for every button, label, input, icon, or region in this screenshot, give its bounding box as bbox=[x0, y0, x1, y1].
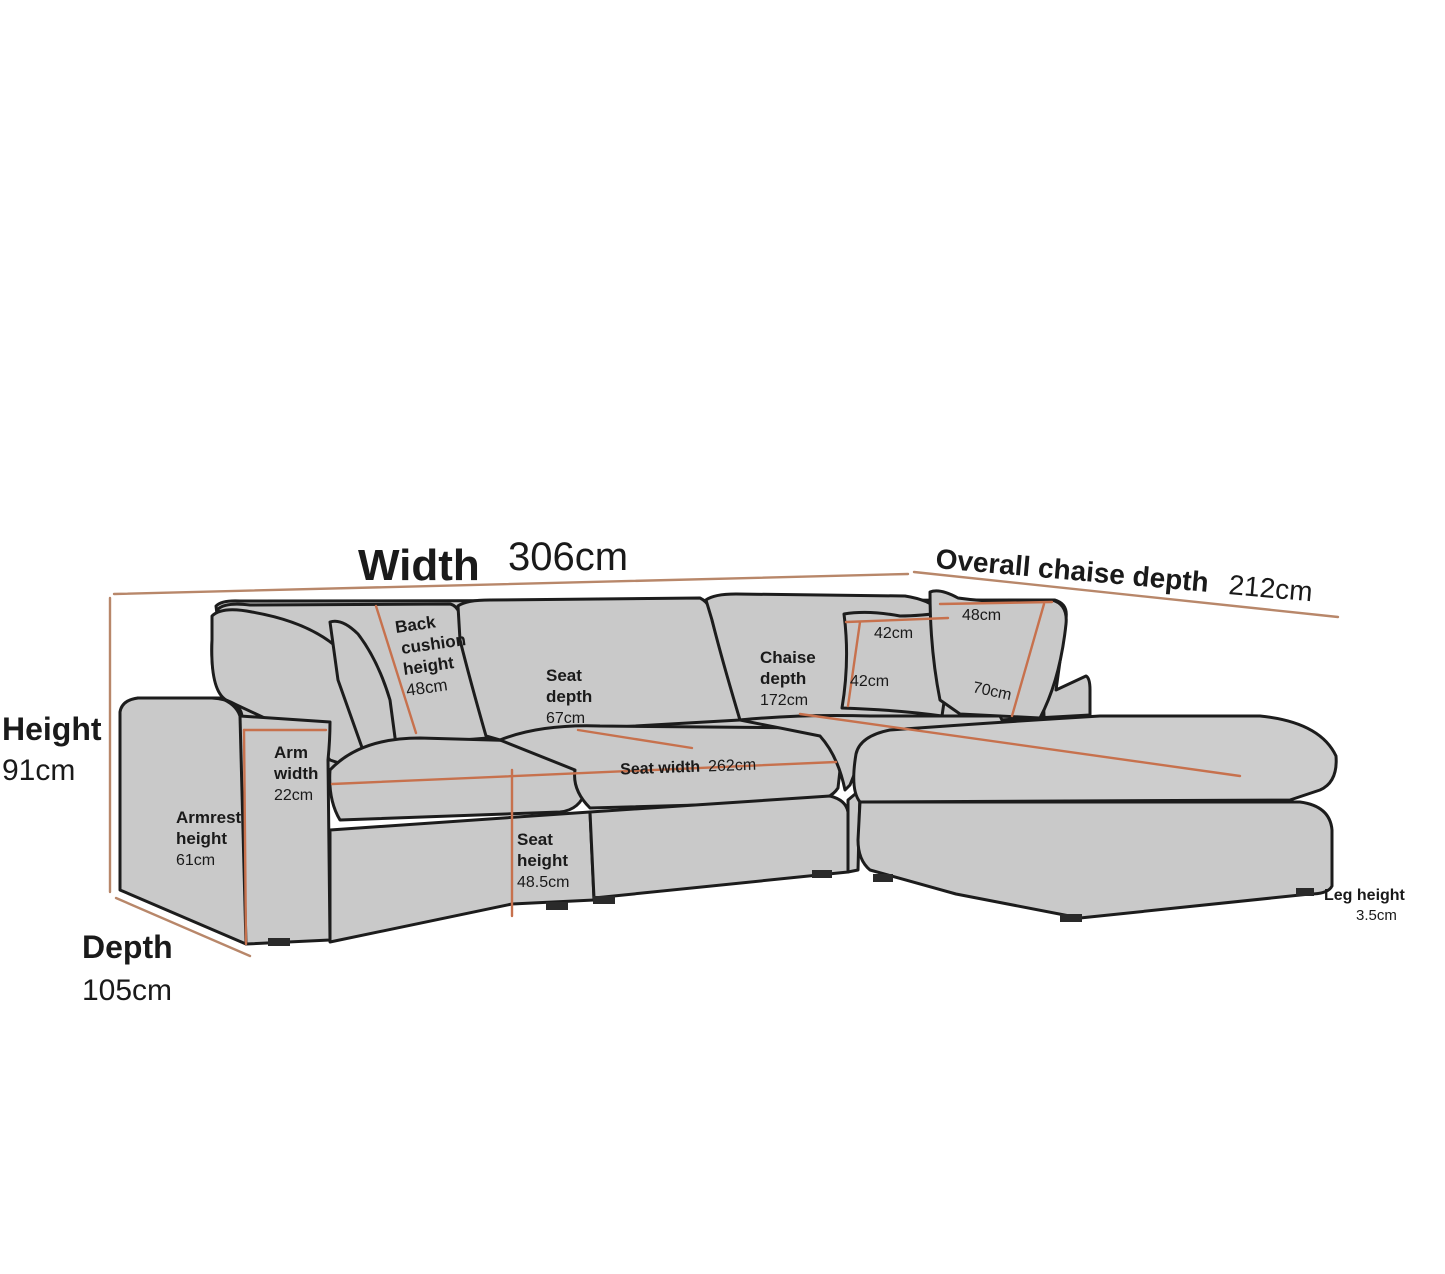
chaise-ottoman-base bbox=[856, 800, 1334, 920]
height-label: Height bbox=[2, 711, 102, 747]
pillow-height-value: 42cm bbox=[850, 673, 889, 690]
seat-width-dimension-line bbox=[330, 760, 838, 786]
chaise-depth-label-2: depth bbox=[760, 669, 806, 688]
pillow-height-dimension-line bbox=[846, 620, 862, 708]
seat-depth-value: 67cm bbox=[546, 710, 585, 727]
scatter-pillow-tall bbox=[928, 589, 1068, 720]
depth-value: 105cm bbox=[82, 974, 172, 1007]
leg bbox=[1060, 914, 1082, 922]
width-dimension-line bbox=[112, 572, 910, 596]
back-cushion-dimension-line bbox=[374, 604, 418, 735]
pillow-width-dimension-line bbox=[844, 616, 950, 624]
width-label: Width bbox=[358, 541, 480, 590]
width-value: 306cm bbox=[508, 535, 628, 579]
back-cushion-middle bbox=[456, 596, 742, 742]
chaise-depth-value: 172cm bbox=[760, 692, 808, 709]
height-value: 91cm bbox=[2, 754, 75, 787]
leg bbox=[1296, 888, 1314, 896]
dimension-lines bbox=[108, 570, 1340, 958]
seat-depth-label-2: depth bbox=[546, 687, 592, 706]
armrest-height-label-2: height bbox=[176, 829, 227, 848]
seat-height-value: 48.5cm bbox=[517, 874, 569, 891]
chaise-depth-dimension-line bbox=[798, 712, 1242, 778]
arm-width-label-2: width bbox=[273, 764, 318, 783]
sofa-base-middle bbox=[588, 794, 850, 900]
sofa-left-arm bbox=[118, 696, 332, 946]
tall-pillow-height-dimension-line bbox=[1010, 602, 1046, 718]
chaise-overall-value: 212cm bbox=[1227, 569, 1313, 607]
leg-height-label: Leg height bbox=[1324, 887, 1406, 904]
armrest-height-value: 61cm bbox=[176, 852, 215, 869]
chaise-overall-dimension-line bbox=[912, 570, 1340, 619]
seat-width-value: 262cm bbox=[708, 757, 757, 776]
seat-width-label: Seat width bbox=[620, 759, 701, 779]
leg bbox=[593, 896, 615, 904]
leg bbox=[873, 874, 893, 882]
arm-width-label-1: Arm bbox=[274, 743, 308, 762]
pillow-width-value: 42cm bbox=[874, 625, 913, 642]
seat-height-label-2: height bbox=[517, 851, 568, 870]
chaise-depth-label-1: Chaise bbox=[760, 648, 816, 667]
chaise-ottoman-cushion bbox=[852, 714, 1338, 804]
arm-width-value: 22cm bbox=[274, 787, 313, 804]
depth-label: Depth bbox=[82, 929, 173, 965]
armrest-height-label-1: Armrest bbox=[176, 808, 242, 827]
tall-pillow-width-dimension-line bbox=[938, 600, 1054, 606]
seat-depth-dimension-line bbox=[576, 728, 694, 750]
tall-pillow-width-value: 48cm bbox=[962, 607, 1001, 624]
leg-height-value: 3.5cm bbox=[1356, 907, 1397, 924]
leg bbox=[268, 938, 290, 946]
leg bbox=[812, 870, 832, 878]
armrest-height-dimension-line bbox=[242, 728, 248, 946]
depth-dimension-line bbox=[114, 896, 252, 958]
seat-depth-label-1: Seat bbox=[546, 666, 582, 685]
leg bbox=[546, 902, 568, 910]
seat-height-label-1: Seat bbox=[517, 830, 553, 849]
sofa-left-arm-top bbox=[136, 696, 244, 718]
